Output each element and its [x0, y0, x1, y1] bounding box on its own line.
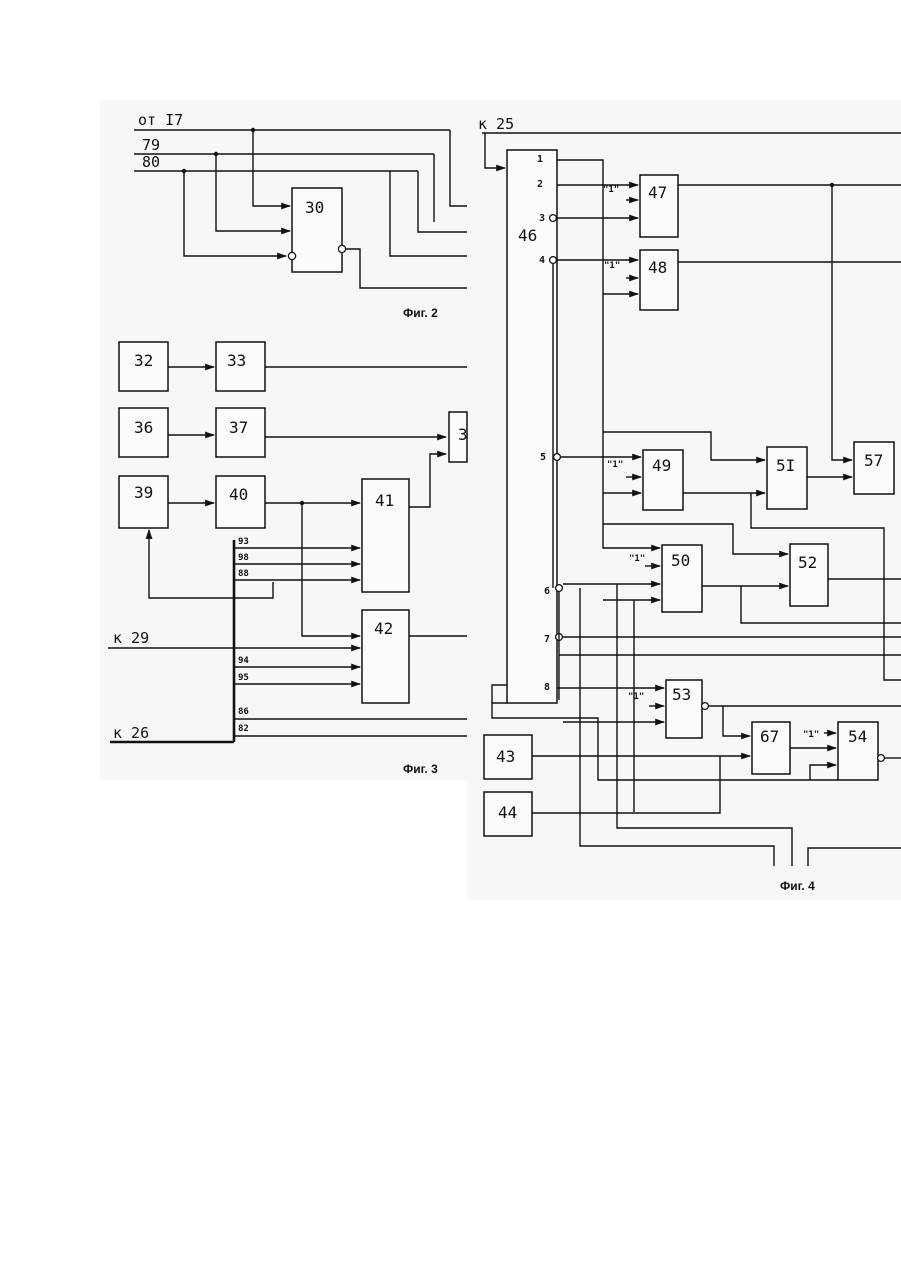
const-1-47: "1": [603, 185, 619, 195]
block-48-label: 48: [648, 258, 667, 277]
block-67-label: 67: [760, 727, 779, 746]
fig3-input-29-label: к 29: [113, 629, 149, 647]
const-1-53: "1": [628, 692, 644, 702]
fig4-caption: Фиг. 4: [780, 879, 815, 893]
block-57-label: 57: [864, 451, 883, 470]
pin-46-1: 1: [537, 154, 543, 165]
block-36-label: 36: [134, 418, 153, 437]
block-52-label: 52: [798, 553, 817, 572]
block-54-label: 54: [848, 727, 867, 746]
figure-2: от I7 79 80 30 Фиг. 2: [134, 111, 467, 320]
block-49-label: 49: [652, 456, 671, 475]
bus-out-signal-82: 82: [238, 724, 249, 734]
bus-42-signal-95: 95: [238, 673, 249, 683]
block-53-label: 53: [672, 685, 691, 704]
bus-41-signal-93: 93: [238, 537, 249, 547]
wire-80b-out: [390, 171, 467, 256]
pin-46-8: 8: [544, 682, 550, 693]
block-44-label: 44: [498, 803, 517, 822]
fig3-caption: Фиг. 3: [403, 762, 438, 776]
bus-out-signal-86: 86: [238, 707, 249, 717]
block-30-label: 30: [305, 198, 324, 217]
block-37-label: 37: [229, 418, 248, 437]
const-1-48: "1": [604, 261, 620, 271]
block-32-label: 32: [134, 351, 153, 370]
block-41-label: 41: [375, 491, 394, 510]
figure-4: к 25 46 1 2 3 4 5 6 7 8: [478, 115, 901, 893]
block-43-label: 43: [496, 747, 515, 766]
bus-41-signal-98: 98: [238, 553, 249, 563]
pin-46-2: 2: [537, 179, 543, 190]
bus-41-signal-88: 88: [238, 569, 249, 579]
fig2-caption: Фиг. 2: [403, 306, 438, 320]
wire-80-out: [418, 171, 467, 232]
block-33-label: 33: [227, 351, 246, 370]
block-50-label: 50: [671, 551, 690, 570]
fig2-input-17-label: от I7: [138, 111, 183, 129]
block-46-label: 46: [518, 226, 537, 245]
pin-46-7: 7: [544, 634, 550, 645]
fig2-input-80-label: 80: [142, 153, 160, 171]
block-40-label: 40: [229, 485, 248, 504]
block-42-label: 42: [374, 619, 393, 638]
pin-46-6: 6: [544, 586, 550, 597]
bus-42-signal-94: 94: [238, 656, 249, 666]
block-47-label: 47: [648, 183, 667, 202]
block-39-label: 39: [134, 483, 153, 502]
fig4-input-25-label: к 25: [478, 115, 514, 133]
block-51-label: 5I: [776, 456, 795, 475]
figure-3: 32 33 36 37 3 39 40 41: [108, 342, 468, 776]
pin-46-5: 5: [540, 452, 546, 463]
block-partial-label: 3: [458, 425, 468, 444]
pin-46-4: 4: [539, 255, 545, 266]
fig3-input-26-label: к 26: [113, 724, 149, 742]
const-1-54: "1": [803, 730, 819, 740]
wire-30-out: [346, 249, 467, 288]
wire-17-out: [450, 130, 467, 206]
const-1-50: "1": [629, 554, 645, 564]
fig2-input-79-label: 79: [142, 136, 160, 154]
pin-46-3: 3: [539, 213, 545, 224]
const-1-49: "1": [607, 460, 623, 470]
